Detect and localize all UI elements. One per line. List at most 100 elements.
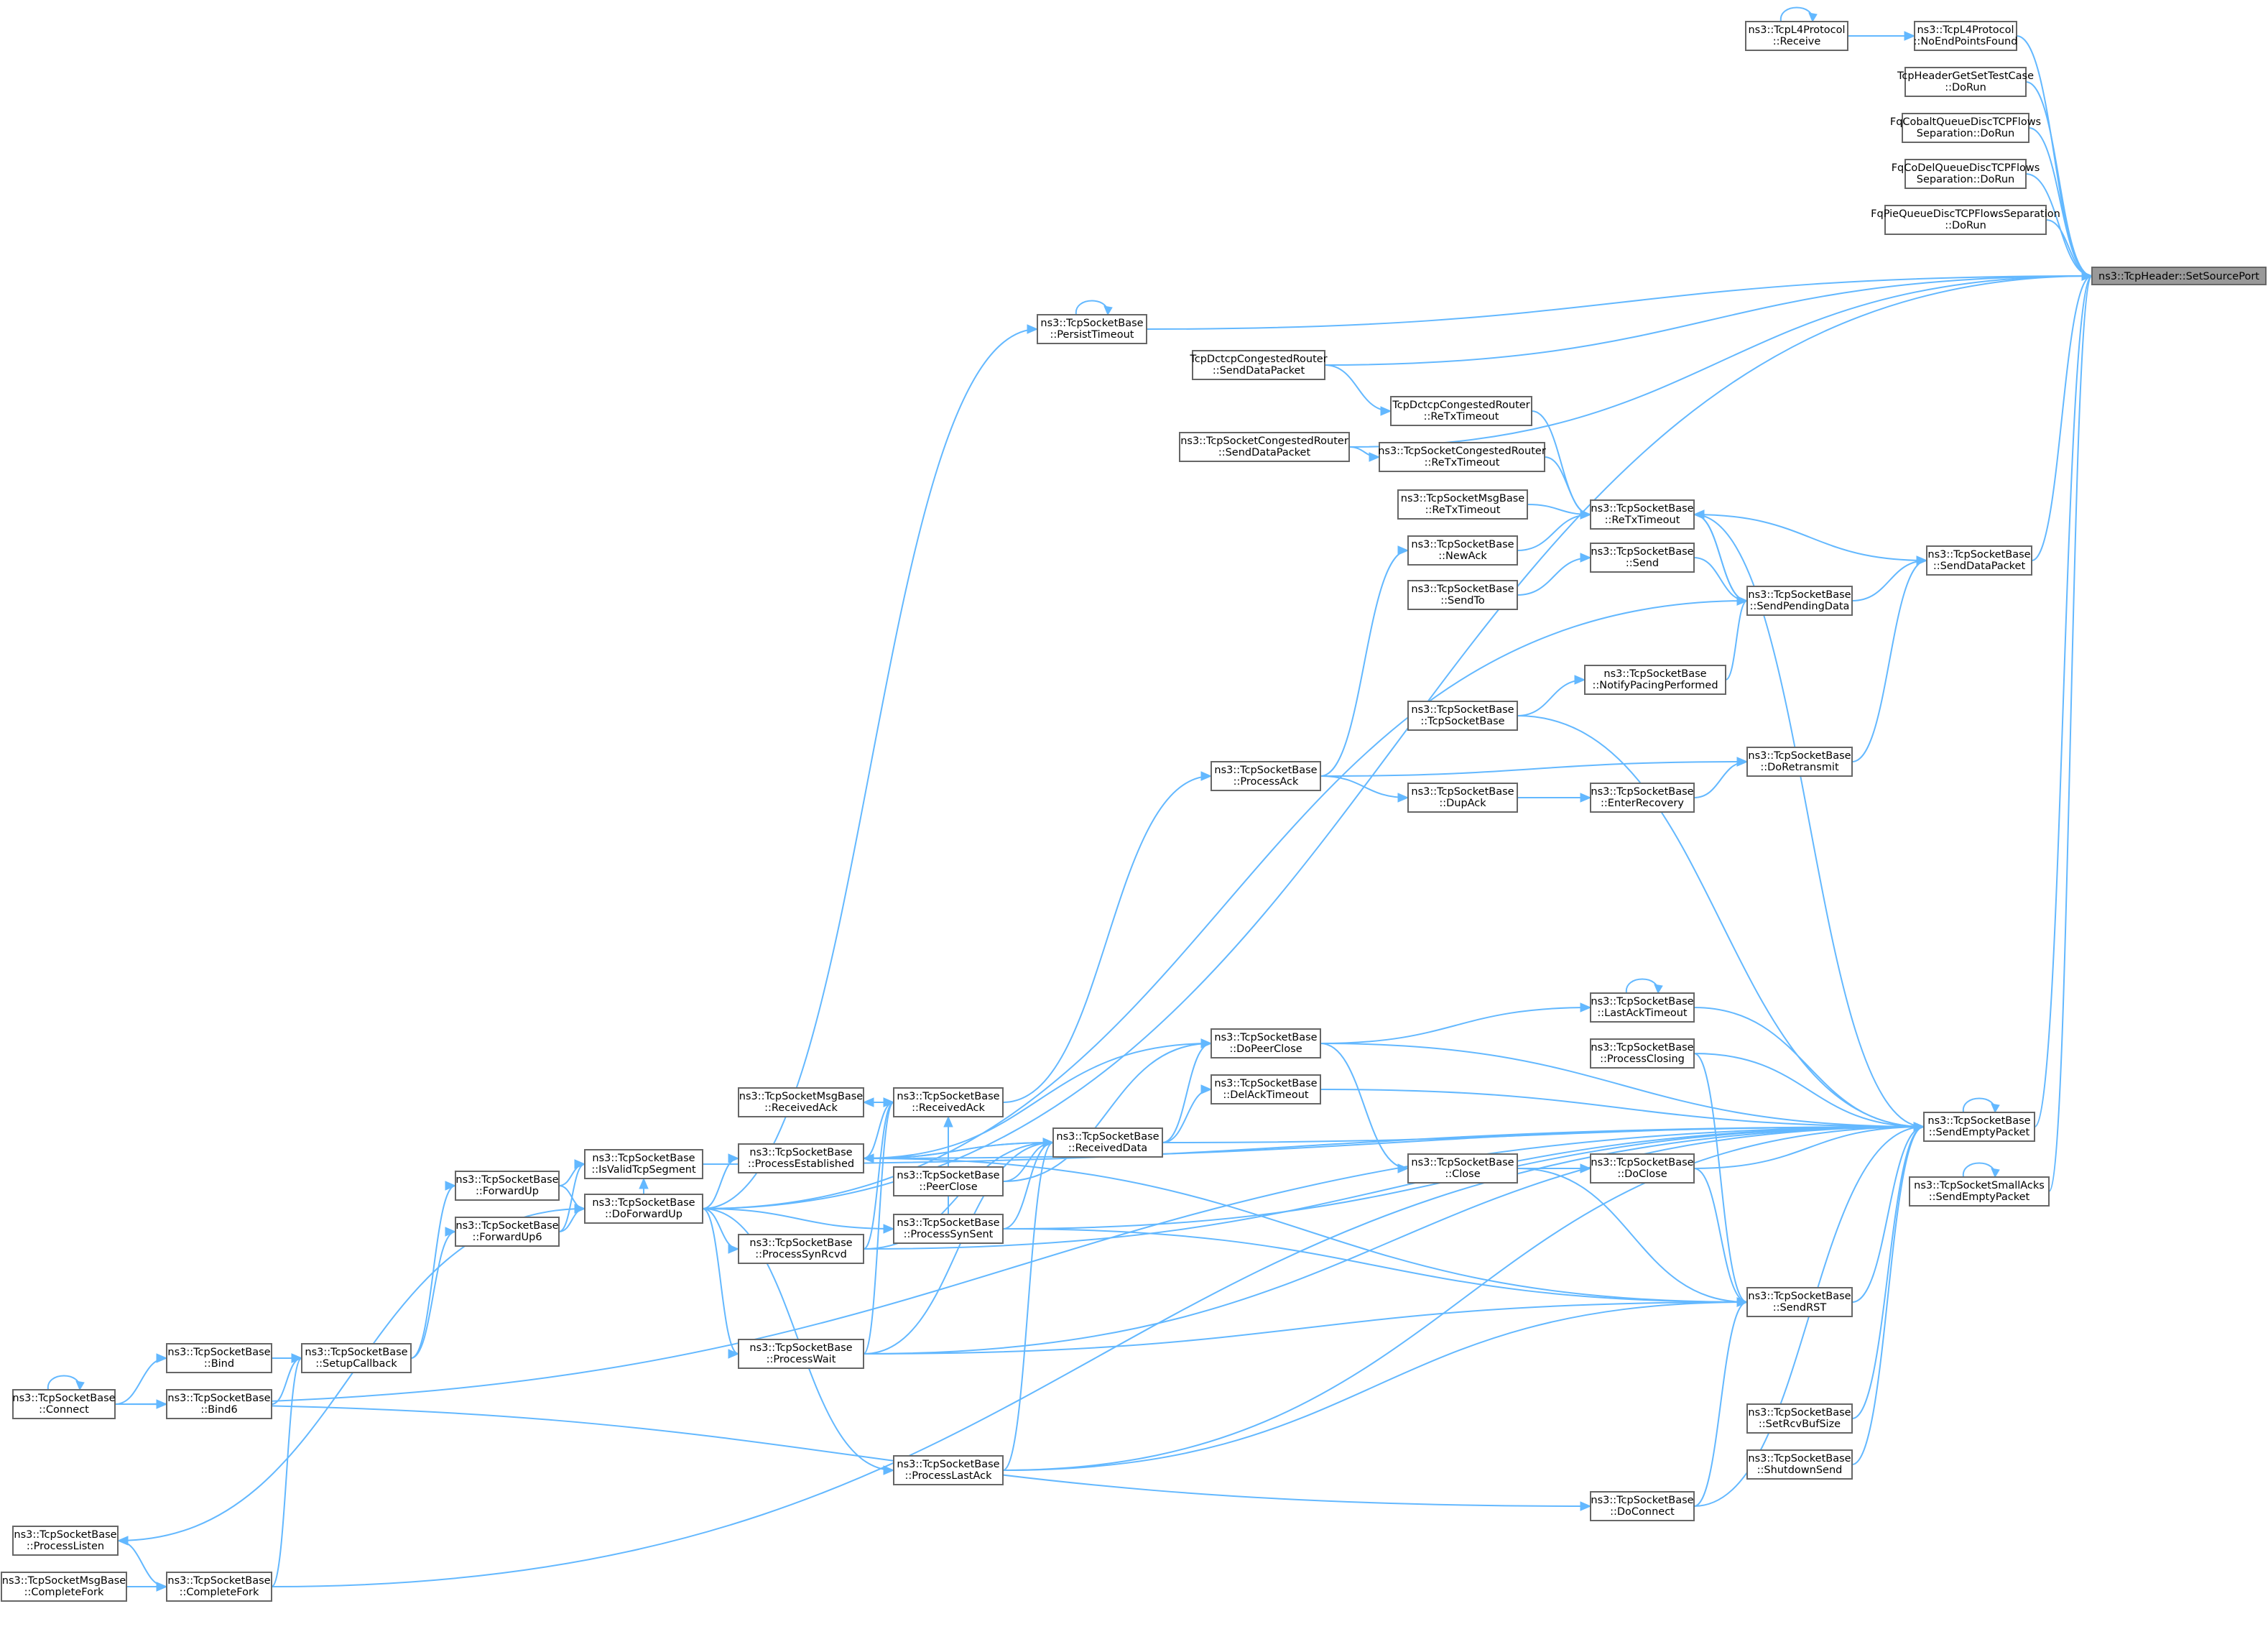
node-connect[interactable]: ns3::TcpSocketBase::Connect	[12, 1389, 116, 1419]
node-box	[1, 1572, 127, 1602]
node-sendrst[interactable]: ns3::TcpSocketBase::SendRST	[1746, 1287, 1853, 1317]
node-tcpsb[interactable]: ns3::TcpSocketBase::TcpSocketBase	[1407, 701, 1518, 731]
arrowhead-cong_send-to-cong_retx	[1369, 452, 1381, 462]
node-box	[1407, 783, 1518, 813]
node-senddata[interactable]: ns3::TcpSocketBase::SendDataPacket	[1926, 545, 2032, 576]
arrowhead-tcpsb-to-notifypacing	[1574, 675, 1586, 685]
edge-dopeerclose-to-close	[1320, 1043, 1409, 1169]
node-box	[584, 1194, 703, 1224]
edge-processclosing-to-sendrst	[1693, 1053, 1748, 1303]
node-bind6[interactable]: ns3::TcpSocketBase::Bind6	[166, 1389, 272, 1419]
node-label-method: ::ReceivedAck	[764, 1102, 838, 1114]
node-newack[interactable]: ns3::TcpSocketBase::NewAck	[1407, 535, 1518, 566]
node-receiveddata[interactable]: ns3::TcpSocketBase::ReceivedData	[1052, 1127, 1163, 1158]
node-processsynrcvd[interactable]: ns3::TcpSocketBase::ProcessSynRcvd	[738, 1234, 864, 1264]
node-processlisten[interactable]: ns3::TcpSocketBase::ProcessListen	[12, 1526, 119, 1556]
node-processack[interactable]: ns3::TcpSocketBase::ProcessAck	[1211, 761, 1321, 791]
node-setupcallback[interactable]: ns3::TcpSocketBase::SetupCallback	[301, 1343, 412, 1373]
node-close[interactable]: ns3::TcpSocketBase::Close	[1407, 1153, 1518, 1184]
edge-doforwardup-to-processsynsent	[702, 1208, 894, 1230]
self-loop-arrowhead-connect	[75, 1380, 85, 1391]
node-small-sendempty[interactable]: ns3::TcpSocketSmallAcks::SendEmptyPacket	[1909, 1176, 2050, 1207]
node-receivedack[interactable]: ns3::TcpSocketBase::ReceivedAck	[893, 1087, 1004, 1117]
node-box	[1590, 1491, 1695, 1521]
self-loop-l4_receive	[1779, 6, 1814, 22]
edge-doforwardup-to-processestablished	[702, 1158, 739, 1209]
node-peerclose[interactable]: ns3::TcpSocketBase::PeerClose	[893, 1166, 1004, 1196]
edge-processclosing-to-sendempty	[1693, 1053, 1925, 1127]
node-dctcp-retx[interactable]: TcpDctcpCongestedRouter::ReTxTimeout	[1390, 396, 1532, 426]
edge-senddata-to-root	[2031, 275, 2093, 561]
node-cong-send[interactable]: ns3::TcpSocketCongestedRouter::SendDataP…	[1179, 432, 1350, 462]
node-label-class: ns3::TcpSocketBase	[1056, 1131, 1159, 1143]
edge-doforwardup-to-root	[702, 275, 2093, 1209]
node-label-method: ::DoRetransmit	[1760, 762, 1839, 773]
edge-persist-to-root	[1146, 275, 2093, 330]
edge-processwait-to-receiveddata	[863, 1142, 1054, 1355]
node-processclosing[interactable]: ns3::TcpSocketBase::ProcessClosing	[1590, 1038, 1695, 1069]
node-bind[interactable]: ns3::TcpSocketBase::Bind	[166, 1343, 272, 1373]
node-label-method: ::SendEmptyPacket	[1929, 1191, 2030, 1203]
node-cong-retx[interactable]: ns3::TcpSocketCongestedRouter::ReTxTimeo…	[1378, 442, 1546, 472]
node-notifypacing[interactable]: ns3::TcpSocketBase::NotifyPacingPerforme…	[1584, 665, 1726, 695]
node-label-method: ::EnterRecovery	[1601, 798, 1684, 809]
node-label-class: ns3::TcpSocketBase	[167, 1347, 270, 1358]
arrowhead-processwait-to-receivedack	[883, 1097, 895, 1107]
node-box	[1407, 701, 1518, 731]
node-label-class: FqPieQueueDiscTCPFlowsSeparation	[1871, 208, 2060, 220]
node-delacktimeout[interactable]: ns3::TcpSocketBase::DelAckTimeout	[1211, 1074, 1321, 1104]
node-processwait[interactable]: ns3::TcpSocketBase::ProcessWait	[738, 1339, 864, 1369]
arrowhead-connect-to-sendempty	[1913, 1122, 1925, 1132]
node-doconnect[interactable]: ns3::TcpSocketBase::DoConnect	[1590, 1491, 1695, 1521]
node-fqcodel[interactable]: FqCoDelQueueDiscTCPFlowsSeparation::DoRu…	[1892, 159, 2040, 189]
arrowhead-receivedack-to-msg_receivedack	[862, 1097, 874, 1107]
node-msg-retx[interactable]: ns3::TcpSocketMsgBase::ReTxTimeout	[1397, 489, 1528, 520]
node-setrcvbuf[interactable]: ns3::TcpSocketBase::SetRcvBufSize	[1746, 1403, 1853, 1434]
node-dctcp-send[interactable]: TcpDctcpCongestedRouter::SendDataPacket	[1189, 350, 1328, 380]
node-forwardup[interactable]: ns3::TcpSocketBase::ForwardUp	[455, 1171, 560, 1201]
node-enterrecovery[interactable]: ns3::TcpSocketBase::EnterRecovery	[1590, 783, 1695, 813]
node-sendto[interactable]: ns3::TcpSocketBase::SendTo	[1407, 580, 1518, 610]
node-processlastack[interactable]: ns3::TcpSocketBase::ProcessLastAck	[893, 1455, 1004, 1485]
node-fqcobalt[interactable]: FqCobaltQueueDiscTCPFlowsSeparation::DoR…	[1890, 113, 2041, 143]
node-label-class: ns3::TcpSocketBase	[897, 1217, 999, 1229]
node-dopeerclose[interactable]: ns3::TcpSocketBase::DoPeerClose	[1211, 1028, 1321, 1058]
node-box	[166, 1343, 272, 1373]
node-processsynsent[interactable]: ns3::TcpSocketBase::ProcessSynSent	[893, 1214, 1004, 1244]
edge-cong_send-to-root	[1348, 275, 2093, 448]
node-retx[interactable]: ns3::TcpSocketBase::ReTxTimeout	[1590, 499, 1695, 530]
arrowhead-completefork-to-setupcallback	[291, 1353, 303, 1363]
node-doclose[interactable]: ns3::TcpSocketBase::DoClose	[1590, 1153, 1695, 1184]
node-forwardup6[interactable]: ns3::TcpSocketBase::ForwardUp6	[455, 1217, 560, 1247]
node-msg-receivedack[interactable]: ns3::TcpSocketMsgBase::ReceivedAck	[738, 1087, 864, 1117]
node-completefork[interactable]: ns3::TcpSocketBase::CompleteFork	[166, 1572, 272, 1602]
node-box	[1746, 1403, 1853, 1434]
arrowhead-processack-to-newack	[1397, 545, 1410, 555]
node-l4-receive[interactable]: ns3::TcpL4Protocol::Receive	[1745, 21, 1848, 51]
node-msg-completefork[interactable]: ns3::TcpSocketMsgBase::CompleteFork	[1, 1572, 127, 1602]
node-dupack[interactable]: ns3::TcpSocketBase::DupAck	[1407, 783, 1518, 813]
edge-processlastack-to-sendrst	[1002, 1301, 1748, 1471]
node-isvalid[interactable]: ns3::TcpSocketBase::IsValidTcpSegment	[584, 1149, 703, 1179]
node-box	[1407, 580, 1518, 610]
arrowhead-receiveddata-to-delacktimeout	[1200, 1084, 1213, 1094]
arrowhead-connect-to-bind	[156, 1353, 168, 1363]
node-sendempty[interactable]: ns3::TcpSocketBase::SendEmptyPacket	[1923, 1112, 2035, 1142]
arrowhead-dopeerclose-to-close	[1397, 1163, 1410, 1173]
node-tcphdr-test[interactable]: TcpHeaderGetSetTestCase::DoRun	[1897, 67, 2034, 97]
node-shutdownsend[interactable]: ns3::TcpSocketBase::ShutdownSend	[1746, 1449, 1853, 1480]
arrowhead-doforwardup-to-processsynsent	[883, 1224, 895, 1234]
node-fqpie[interactable]: FqPieQueueDiscTCPFlowsSeparation::DoRun	[1871, 205, 2060, 235]
node-doretransmit[interactable]: ns3::TcpSocketBase::DoRetransmit	[1746, 747, 1853, 777]
node-sendpending[interactable]: ns3::TcpSocketBase::SendPendingData	[1746, 586, 1853, 616]
edge-processsynrcvd-to-sendempty	[863, 1126, 1925, 1250]
arrowhead-doforwardup-to-processwait	[728, 1349, 740, 1359]
node-persist[interactable]: ns3::TcpSocketBase::PersistTimeout	[1037, 314, 1147, 344]
node-l4-noend[interactable]: ns3::TcpL4Protocol::NoEndPointsFound	[1914, 21, 2018, 51]
node-lastacktimeout[interactable]: ns3::TcpSocketBase::LastAckTimeout	[1590, 992, 1695, 1023]
node-doforwardup[interactable]: ns3::TcpSocketBase::DoForwardUp	[584, 1194, 703, 1224]
node-processestablished[interactable]: ns3::TcpSocketBase::ProcessEstablished	[738, 1143, 864, 1173]
node-send[interactable]: ns3::TcpSocketBase::Send	[1590, 543, 1695, 573]
node-root[interactable]: ns3::TcpHeader::SetSourcePort	[2091, 267, 2267, 285]
edge-connect-to-bind	[114, 1357, 167, 1405]
